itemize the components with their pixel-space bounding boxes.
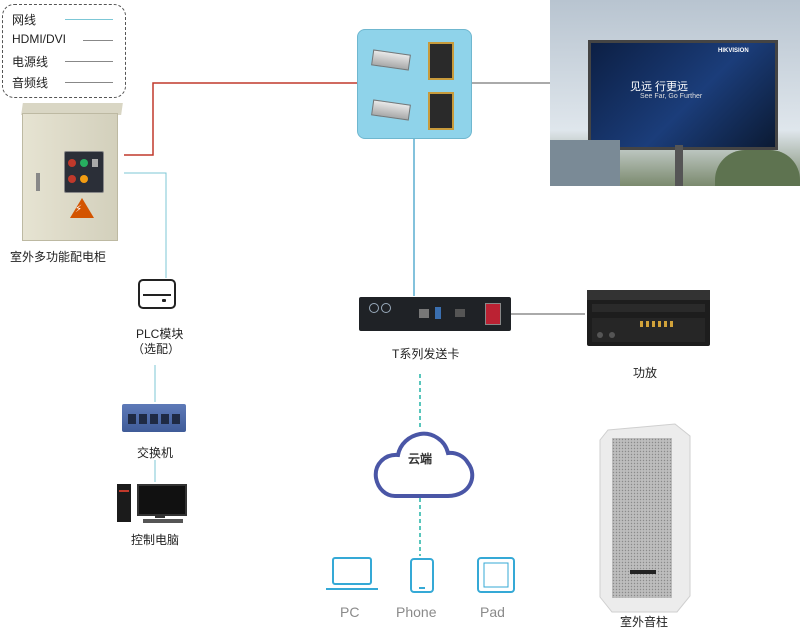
receiving-card-panel	[357, 29, 472, 139]
control-computer-icon	[113, 482, 193, 524]
client-label-pc: PC	[340, 604, 360, 620]
client-label-phone: Phone	[396, 604, 437, 620]
plc-optional-label: （选配）	[132, 342, 181, 356]
legend-line-net	[65, 19, 113, 20]
switch-label: 交换机	[137, 446, 174, 460]
cloud-label: 云端	[408, 452, 433, 466]
plc-module-icon	[138, 279, 176, 309]
plc-label: PLC模块	[136, 327, 184, 341]
power-supply-icon	[371, 49, 411, 71]
billboard-brand: HIKVISION	[718, 48, 749, 54]
billboard-slogan: 见远 行更远	[630, 81, 689, 93]
cloud-icon	[373, 431, 475, 498]
legend-line-power	[65, 61, 113, 62]
power-line	[124, 82, 357, 156]
legend-label-power: 电源线	[12, 55, 49, 69]
distribution-cabinet-icon: ⚡	[21, 103, 123, 241]
sender-card-icon	[359, 297, 511, 331]
speaker-column-icon	[599, 423, 691, 613]
power-supply-icon	[371, 99, 411, 121]
legend-label-hdmi: HDMI/DVI	[12, 32, 66, 46]
legend-label-audio: 音频线	[12, 76, 49, 90]
computer-label: 控制电脑	[131, 533, 180, 547]
led-billboard-image: 见远 行更远 See Far, Go Further HIKVISION	[550, 0, 800, 186]
network-switch-icon	[122, 404, 186, 432]
client-label-pad: Pad	[480, 604, 505, 620]
receiver-card-icon	[428, 42, 454, 80]
amplifier-label: 功放	[633, 366, 658, 380]
amplifier-icon	[587, 290, 710, 346]
speaker-label: 室外音柱	[620, 615, 669, 629]
legend-line-hdmi	[83, 40, 113, 41]
legend-label-net: 网线	[12, 13, 37, 27]
billboard-slogan-en: See Far, Go Further	[640, 93, 703, 100]
legend-line-audio	[65, 82, 113, 83]
sender-label: T系列发送卡	[392, 347, 460, 361]
net-line-cabinet-plc	[124, 172, 167, 278]
laptop-icon	[326, 557, 378, 590]
tablet-icon	[477, 557, 515, 593]
receiver-card-icon	[428, 92, 454, 130]
cabinet-label: 室外多功能配电柜	[10, 250, 107, 264]
phone-icon	[410, 558, 434, 593]
cabinet-warning-glyph: ⚡	[75, 204, 83, 215]
legend-box: 网线 HDMI/DVI 电源线 音频线	[2, 4, 126, 98]
